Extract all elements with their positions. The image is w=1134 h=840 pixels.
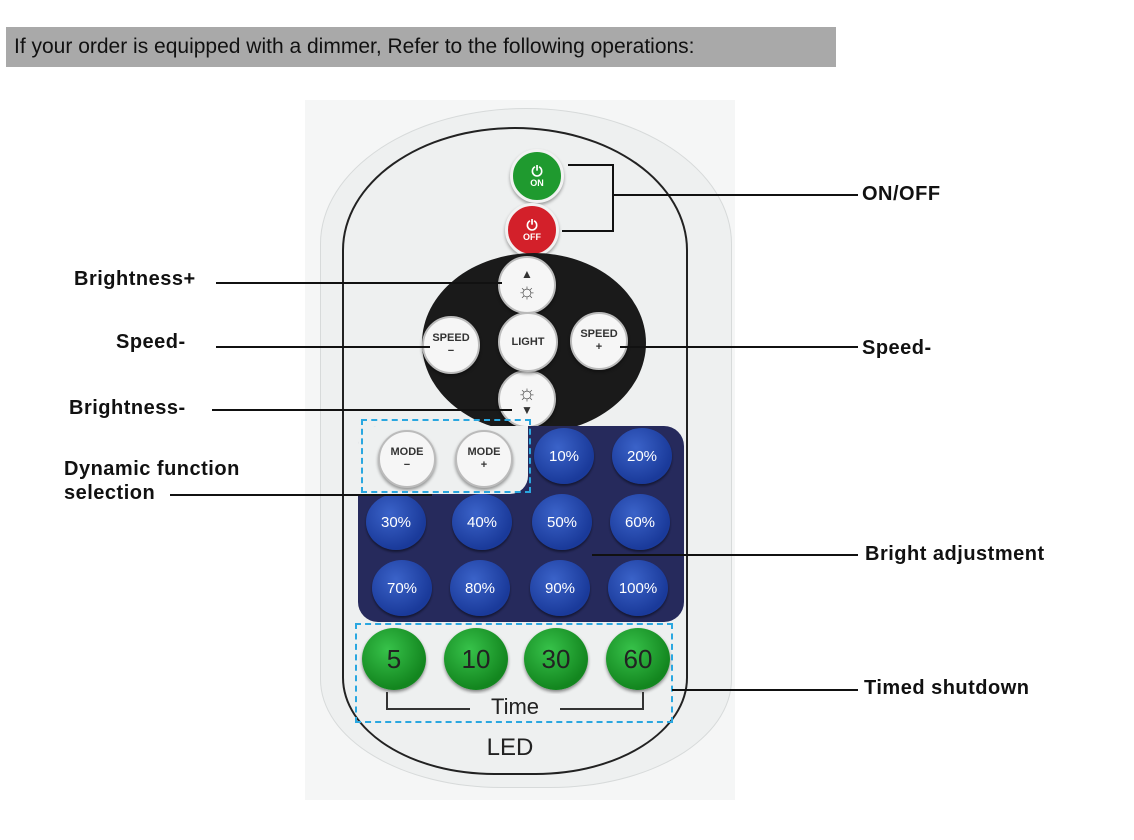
timer-30-button[interactable]: 30 (524, 628, 588, 690)
callout-line (672, 689, 858, 691)
power-icon: ⏻ (531, 163, 543, 179)
callout-line (568, 164, 613, 166)
arrow-down-icon: ▼ (521, 403, 533, 417)
callout-brightness-minus: Brightness- (69, 397, 186, 419)
brightness-60-button[interactable]: 60% (610, 494, 670, 550)
brightness-70-button[interactable]: 70% (372, 560, 432, 616)
power-on-button[interactable]: ⏻ ON (510, 149, 564, 203)
light-button[interactable]: LIGHT (498, 312, 558, 372)
plus-label: + (480, 459, 488, 471)
mode-label: MODE (390, 446, 424, 458)
timer-highlight-box (355, 623, 673, 723)
brightness-40-button[interactable]: 40% (452, 494, 512, 550)
minus-label: − (403, 459, 411, 471)
mode-plus-button[interactable]: MODE + (455, 430, 513, 488)
timer-10-button[interactable]: 10 (444, 628, 508, 690)
brightness-20-button[interactable]: 20% (612, 428, 672, 484)
speed-plus-button[interactable]: SPEED + (570, 312, 628, 370)
brightness-10-button[interactable]: 10% (534, 428, 594, 484)
speed-label: SPEED (432, 332, 470, 344)
callout-timed-shutdown: Timed shutdown (864, 677, 1030, 699)
brightness-100-button[interactable]: 100% (608, 560, 668, 616)
brightness-30-button[interactable]: 30% (366, 494, 426, 550)
callout-brightness-plus: Brightness+ (74, 268, 196, 290)
timer-60-button[interactable]: 60 (606, 628, 670, 690)
brightness-80-button[interactable]: 80% (450, 560, 510, 616)
sun-icon: ☼ (516, 380, 538, 405)
power-off-button[interactable]: ⏻ OFF (505, 203, 559, 257)
callout-line (216, 346, 430, 348)
mode-minus-button[interactable]: MODE − (378, 430, 436, 488)
brand-label: LED (486, 734, 534, 761)
speed-label: SPEED (580, 328, 618, 340)
brightness-90-button[interactable]: 90% (530, 560, 590, 616)
arrow-up-icon: ▲ (521, 267, 533, 281)
sun-icon: ☼ (516, 278, 538, 303)
callout-dynamic-function: Dynamic function (64, 458, 240, 480)
power-on-label: ON (530, 178, 544, 188)
timer-5-button[interactable]: 5 (362, 628, 426, 690)
mode-label: MODE (467, 446, 501, 458)
time-label: Time (470, 694, 560, 720)
callout-line (170, 494, 432, 496)
light-label: LIGHT (511, 335, 545, 348)
callout-line (612, 164, 614, 232)
callout-line (216, 282, 502, 284)
callout-line (592, 554, 858, 556)
callout-speed-minus-left: Speed- (116, 331, 186, 353)
callout-line (212, 409, 512, 411)
power-icon: ⏻ (526, 217, 538, 233)
callout-on-off: ON/OFF (862, 183, 941, 205)
remote-outline (342, 127, 688, 775)
callout-line (612, 194, 858, 196)
brightness-50-button[interactable]: 50% (532, 494, 592, 550)
speed-minus-button[interactable]: SPEED − (422, 316, 480, 374)
instruction-banner: If your order is equipped with a dimmer,… (6, 27, 836, 67)
plus-label: + (595, 341, 603, 353)
callout-line (562, 230, 613, 232)
brightness-up-button[interactable]: ▲ ☼ (498, 256, 556, 314)
callout-line (620, 346, 858, 348)
power-off-label: OFF (523, 232, 541, 242)
callout-speed-minus-right: Speed- (862, 337, 932, 359)
callout-selection: selection (64, 482, 156, 504)
mode-highlight-box (361, 419, 531, 493)
callout-bright-adjustment: Bright adjustment (865, 543, 1045, 565)
minus-label: − (447, 345, 455, 357)
